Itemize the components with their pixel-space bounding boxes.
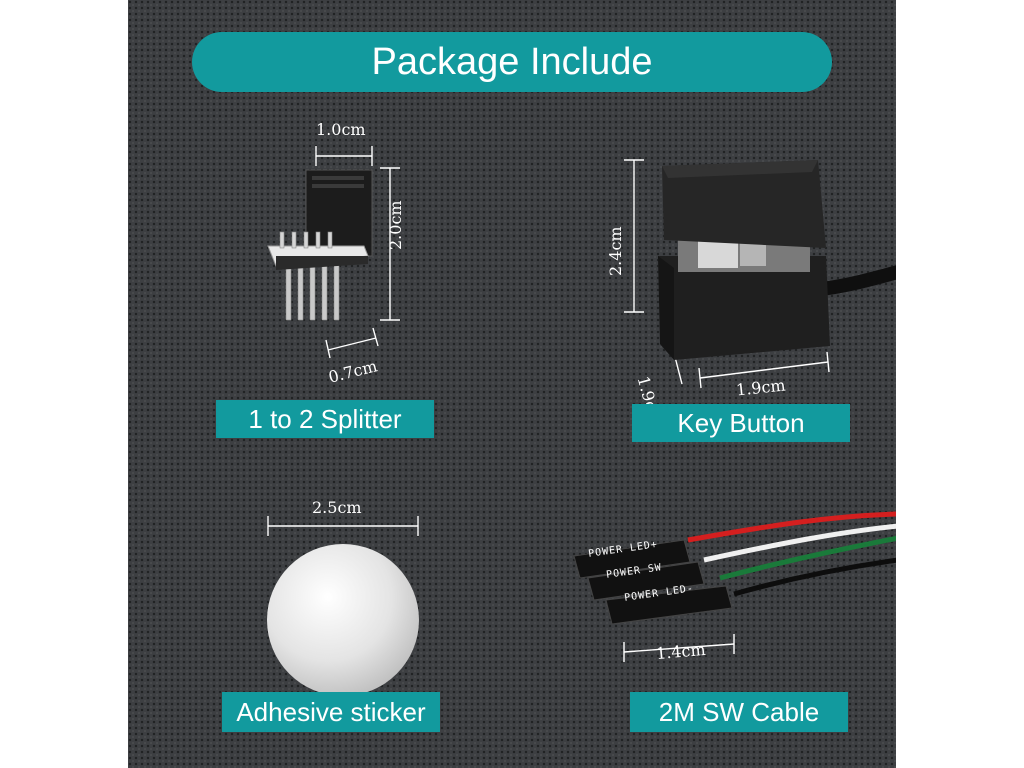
sticker-label: Adhesive sticker [222, 692, 440, 732]
sw-cable-illustration [573, 511, 896, 662]
page-title: Package Include [192, 32, 832, 92]
sticker-illustration [267, 516, 419, 696]
key-button-label: Key Button [632, 404, 850, 442]
splitter-width-dim: 1.0cm [316, 120, 366, 139]
key-button-illustration [624, 159, 896, 389]
sw-cable-label: 2M SW Cable [630, 692, 848, 732]
splitter-height-dim: 2.0cm [386, 200, 405, 250]
product-panel: Package Include [128, 0, 896, 768]
splitter-illustration [267, 146, 400, 359]
key-height-dim: 2.4cm [606, 226, 625, 276]
splitter-label: 1 to 2 Splitter [216, 400, 434, 438]
product-illustrations [267, 146, 896, 696]
sticker-diameter-dim: 2.5cm [312, 498, 362, 517]
